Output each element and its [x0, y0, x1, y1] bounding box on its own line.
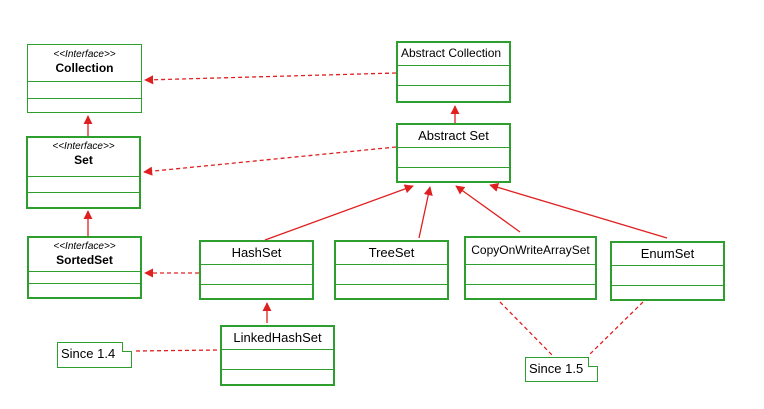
edge-hashset-extends-abstractset — [264, 184, 414, 241]
interface-name: Collection — [55, 61, 114, 75]
note-fold-icon — [588, 357, 598, 367]
edge-enumset-extends-abstractset — [489, 182, 668, 239]
note-link-since-1-5-enumset — [587, 301, 644, 357]
note-since-1-4: Since 1.4 — [57, 342, 132, 368]
class-name: HashSet — [231, 245, 282, 260]
note-text: Since 1.4 — [61, 346, 116, 361]
class-linkedhashset: LinkedHashSet — [220, 325, 335, 386]
edge-abstractset-implements-set — [143, 146, 397, 176]
class-name: Abstract Set — [418, 128, 489, 143]
class-abstract-set: Abstract Set — [396, 123, 511, 183]
class-name: Abstract Collection — [401, 46, 502, 60]
interface-sortedset: <<Interface>> SortedSet — [27, 236, 142, 299]
note-fold-icon — [122, 342, 132, 352]
stereotype-label: <<Interface>> — [52, 141, 115, 152]
stereotype-label: <<Interface>> — [53, 241, 116, 252]
interface-set: <<Interface>> Set — [26, 136, 141, 209]
interface-collection: <<Interface>> Collection — [27, 44, 142, 113]
interface-name: Set — [74, 153, 93, 167]
edge-treeset-extends-abstractset — [418, 186, 433, 239]
note-link-since-1-5-cowas — [499, 301, 554, 357]
edge-abstractcollection-implements-collection — [144, 72, 397, 85]
note-since-1-5: Since 1.5 — [525, 357, 598, 382]
note-link-since-1-4 — [135, 349, 221, 352]
stereotype-label: <<Interface>> — [53, 49, 116, 60]
class-name: EnumSet — [640, 246, 695, 261]
interface-name: SortedSet — [56, 253, 113, 267]
class-name: LinkedHashSet — [233, 330, 322, 345]
class-hashset: HashSet — [199, 240, 314, 300]
class-enumset: EnumSet — [610, 241, 725, 301]
class-treeset: TreeSet — [334, 240, 449, 300]
class-name: TreeSet — [368, 245, 415, 260]
class-copyonwritearrayset: CopyOnWriteArraySet — [464, 236, 597, 300]
class-abstract-collection: Abstract Collection — [396, 41, 511, 103]
note-text: Since 1.5 — [529, 361, 584, 376]
class-name: CopyOnWriteArraySet — [471, 243, 590, 257]
edge-cowas-extends-abstractset — [455, 185, 521, 233]
